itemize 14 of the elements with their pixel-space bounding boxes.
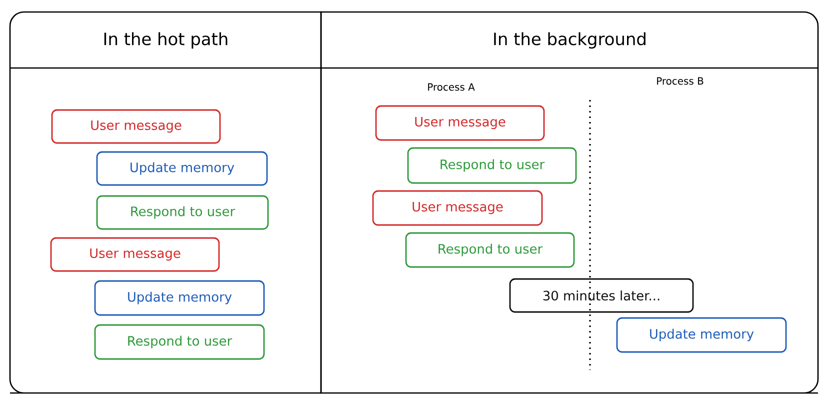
message-box: User message [375,105,545,141]
message-box: Respond to user [96,195,269,230]
message-box: 30 minutes later... [509,278,694,313]
message-box: User message [372,190,543,226]
message-box: Update memory [94,280,265,316]
message-box: Update memory [616,317,787,353]
message-box: User message [50,237,220,272]
message-box: Update memory [96,151,268,186]
message-box: Respond to user [405,232,575,268]
message-box: Respond to user [407,147,577,184]
column-label: Process B [657,77,704,85]
message-box: Respond to user [94,324,265,360]
column-label: Process A [428,83,475,91]
message-box: User message [51,109,221,144]
